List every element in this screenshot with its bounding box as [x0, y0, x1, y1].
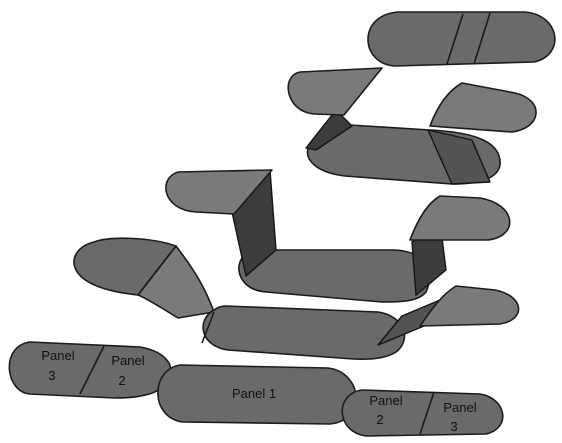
- label-panel-3-right-number: 3: [450, 419, 457, 434]
- left-flat-panels: [9, 342, 171, 398]
- stage-flat: Panel 3 Panel 2 Panel 1 Panel 2 Panel 3: [9, 342, 502, 436]
- left-upper-panel: [288, 68, 382, 115]
- label-panel-2-left: Panel: [111, 353, 144, 368]
- label-panel-3-left: Panel: [41, 348, 74, 363]
- right-outer-panel: [420, 286, 519, 326]
- right-upper-panel: [430, 83, 536, 132]
- label-panel-1-center: Panel 1: [232, 386, 276, 401]
- label-panel-2-left-number: 2: [118, 373, 125, 388]
- right-top-panel: [410, 196, 510, 240]
- center-panel: [203, 306, 404, 359]
- label-panel-2-right: Panel: [369, 393, 402, 408]
- label-panel-2-right-number: 2: [376, 412, 383, 427]
- label-panel-3-right: Panel: [443, 400, 476, 415]
- stage-folding-vertical: [166, 170, 510, 302]
- stage-folding-high: [288, 68, 536, 184]
- stage-fully-folded: [368, 12, 555, 66]
- label-panel-3-left-number: 3: [48, 368, 55, 383]
